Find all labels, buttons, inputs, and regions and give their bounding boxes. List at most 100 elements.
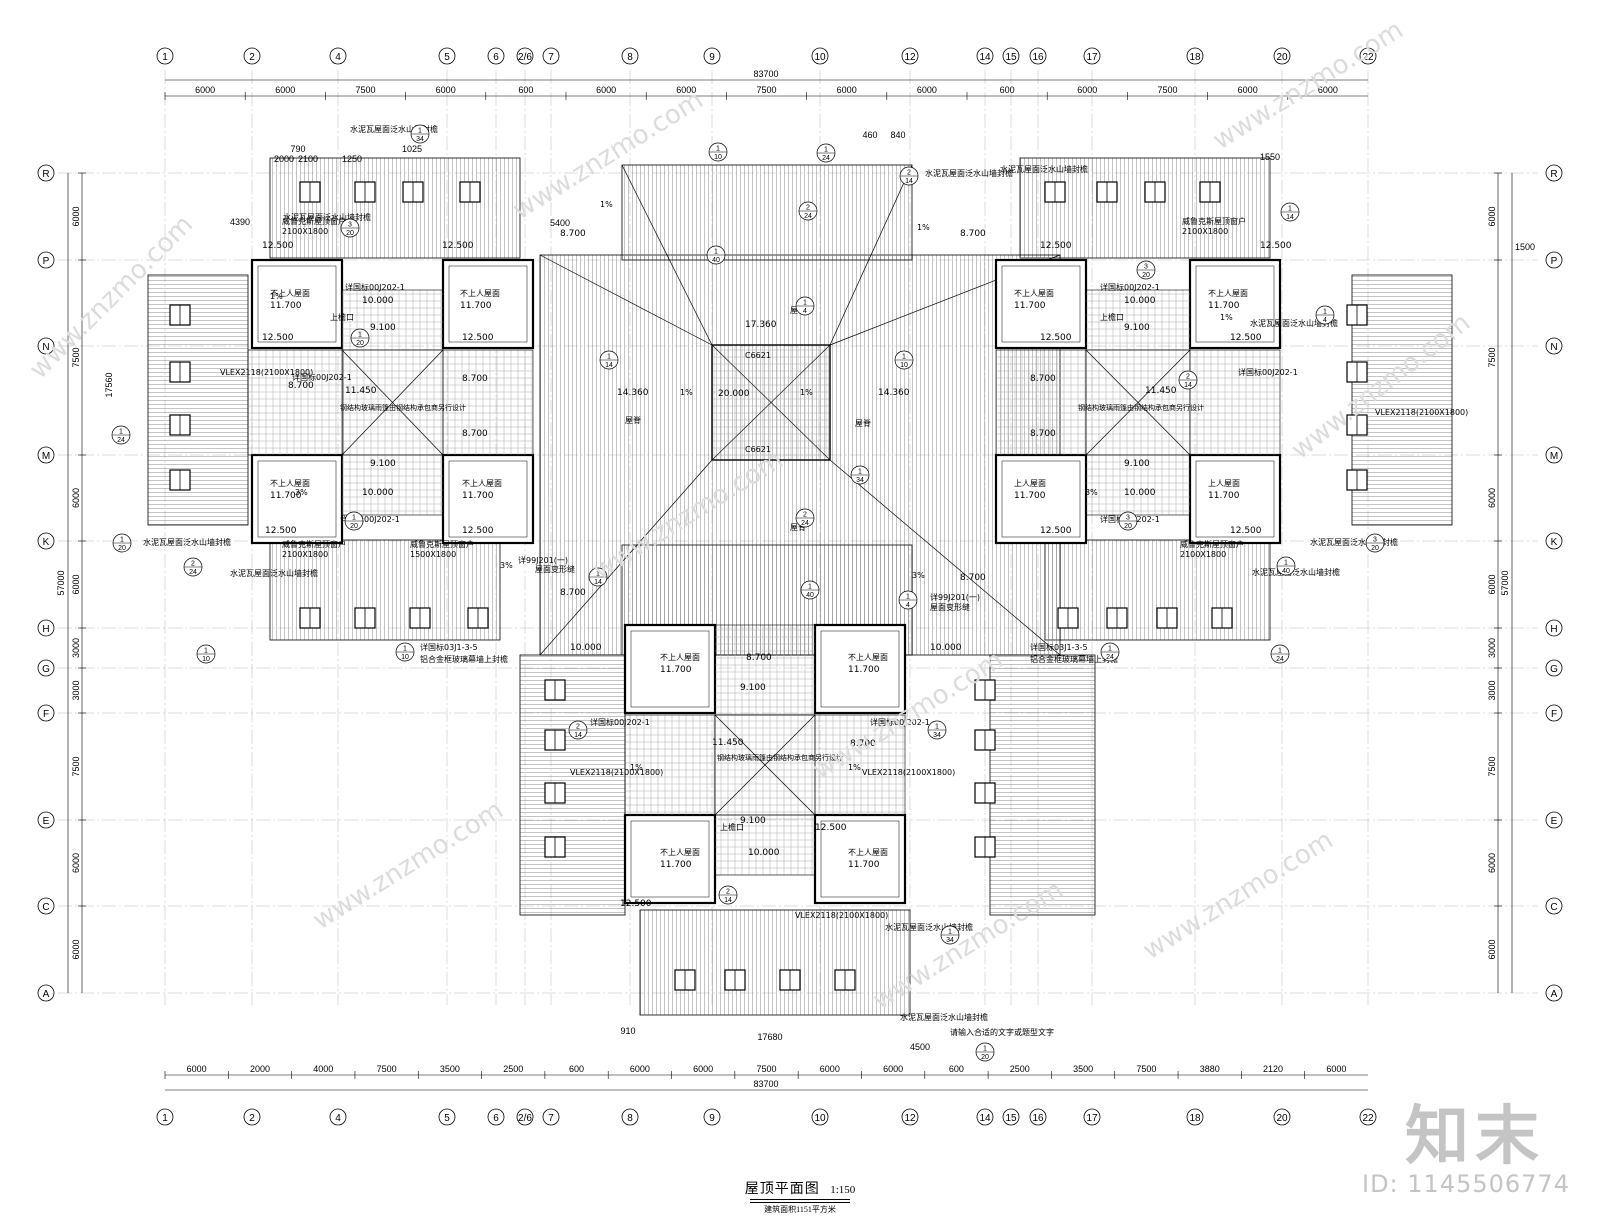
- deck-type-label-1: 不上人屋面: [460, 289, 500, 298]
- row-axis-left-2-circle: [37, 337, 55, 355]
- col-axis-top-12-label: 15: [1005, 52, 1017, 63]
- roof-deck-inner-2: [257, 460, 337, 538]
- ref-circle-bottom-4: 20: [356, 340, 364, 347]
- row-axis-right-3-label: M: [1550, 451, 1558, 462]
- row-axis-left-8-circle: [37, 811, 55, 829]
- col-axis-top-7-label: 8: [627, 52, 633, 63]
- dim-bottom-text-8: 6000: [693, 1064, 713, 1074]
- slope-mark-1: 3%: [1085, 488, 1098, 497]
- col-axis-top-1-label: 2: [249, 52, 255, 63]
- window-size-0: 2100X1800: [282, 227, 328, 236]
- terrace-elev-11-2: 11.450: [712, 738, 744, 748]
- tiled-terrace-3: [247, 349, 344, 456]
- wing-w-side: [147, 274, 249, 526]
- wing-south-end: [639, 909, 911, 1016]
- col-axis-top-0-label: 1: [162, 52, 168, 63]
- col-axis-bottom-14-circle: [1083, 1108, 1101, 1126]
- ref-circle-top-8: 1: [803, 300, 807, 307]
- ref-circle-top-19: 1: [596, 571, 600, 578]
- window-code-1: VLEX2118(2100X1800): [1375, 408, 1468, 417]
- dim-top-text-9: 6000: [917, 85, 937, 95]
- ref-circle-top-33: 1: [948, 929, 952, 936]
- col-axis-top-2-circle: [329, 47, 347, 65]
- row-axis-left-8-label: E: [43, 816, 50, 827]
- roof-deck-9: [813, 623, 907, 715]
- col-axis-bottom-17-circle: [1359, 1108, 1377, 1126]
- row-axis-left-5-label: H: [42, 624, 49, 635]
- terrace-elev-8-7: 8.700: [560, 588, 586, 598]
- ref-circle-top-4: 1: [358, 332, 362, 339]
- deck-elev-label-10: 11.700: [660, 860, 692, 870]
- hip-line-4: [621, 164, 713, 346]
- hip-line-3: [829, 459, 1061, 656]
- col-axis-bottom-15-label: 18: [1189, 1113, 1201, 1124]
- note-gutter-1: 上檐口: [1100, 312, 1124, 322]
- col-axis-bottom-6-label: 7: [548, 1113, 554, 1124]
- row-axis-left-0-circle: [37, 164, 55, 182]
- row-axis-right-1-circle: [1545, 251, 1563, 269]
- dim-bottom-text-1: 2000: [250, 1064, 270, 1074]
- col-axis-top-0-circle: [156, 47, 174, 65]
- col-axis-bottom-1-circle: [243, 1108, 261, 1126]
- ref-circle-top-16: 2: [803, 512, 807, 519]
- terrace-elev-8-9: 8.700: [746, 653, 772, 663]
- ref-circle-top-25: 3: [1373, 537, 1377, 544]
- deck-elev-label-8: 11.700: [660, 665, 692, 675]
- roof-deck-1: [441, 258, 535, 350]
- roof-deck-6: [994, 453, 1088, 545]
- terrace-elev-10-0: 10.000: [362, 296, 394, 306]
- row-axis-right-4-label: K: [1551, 537, 1558, 548]
- ref-circle-bottom-2: 14: [905, 178, 913, 185]
- roof-deck-inner-3: [448, 460, 528, 538]
- window-size-4: 1500X1800: [410, 550, 456, 559]
- dim-left-text-4: 3000: [71, 638, 81, 658]
- dim-right-text-4: 3000: [1487, 638, 1497, 658]
- note-eave-left: 详99J201(一): [518, 555, 568, 565]
- terrace-elev-9-2: 9.100: [370, 459, 396, 469]
- col-axis-bottom-11-circle: [976, 1108, 994, 1126]
- col-axis-top-11-label: 14: [979, 52, 991, 63]
- note-eave-right: 详99J201(一): [930, 592, 980, 602]
- window-label-4: 威鲁克斯屋顶窗户: [410, 539, 474, 549]
- col-axis-bottom-11-label: 14: [979, 1113, 991, 1124]
- ref-circle-top-31: 1: [1278, 648, 1282, 655]
- col-axis-bottom-16-circle: [1273, 1108, 1291, 1126]
- deck-type-label-4: 不上人屋面: [1014, 289, 1054, 298]
- col-axis-bottom-4-label: 6: [493, 1113, 499, 1124]
- dim-top-text-11: 6000: [1077, 85, 1097, 95]
- detail-ref-7: 详国标00J202-1: [292, 372, 352, 382]
- col-axis-top-16-circle: [1273, 47, 1291, 65]
- detail-ref-1: 详国标00J202-1: [1100, 282, 1160, 292]
- ridge-elev-left: 14.360: [617, 388, 649, 398]
- col-axis-top-9-circle: [811, 47, 829, 65]
- roof-deck-inner-4: [1001, 265, 1081, 343]
- watermark-id: ID: 1145506774: [1362, 1170, 1570, 1198]
- dim-right-text-1: 7500: [1487, 347, 1497, 367]
- ref-circle-bottom-14: 20: [350, 523, 358, 530]
- edge-elev-0: 12.500: [262, 241, 294, 251]
- col-axis-top-14-circle: [1083, 47, 1101, 65]
- note-placeholder-text: 请输入合适的文字或题型文字: [950, 1027, 1054, 1037]
- col-axis-top-6-label: 7: [548, 52, 554, 63]
- dim-top-text-13: 6000: [1238, 85, 1258, 95]
- dim-left-mid: 17560: [104, 372, 114, 397]
- window-label-3: 威鲁克斯屋顶窗户: [1180, 539, 1244, 549]
- ref-circle-top-17: 1: [808, 584, 812, 591]
- detail-ref-0: 详国标00J202-1: [345, 282, 405, 292]
- window-size-3: 2100X1800: [1180, 550, 1226, 559]
- ref-circle-bottom-35: 20: [346, 230, 354, 237]
- terrace-elev-8-2: 8.700: [288, 381, 314, 391]
- edge-elev-4: 12.500: [265, 526, 297, 536]
- ref-circle-top-9: 1: [607, 354, 611, 361]
- dim-bottom-text-12: 600: [949, 1064, 964, 1074]
- drawing-scale: 1:150: [830, 1184, 856, 1196]
- note-wall-4: 水泥瓦屋面泛水山墙封檐: [143, 537, 231, 547]
- row-axis-right-9-circle: [1545, 897, 1563, 915]
- dim-bottom-text-0: 6000: [187, 1064, 207, 1074]
- detail-ref-5: 详国标00J202-1: [870, 717, 930, 727]
- tiled-terrace-12: [714, 814, 816, 876]
- col-axis-top-10-label: 12: [904, 52, 916, 63]
- note-gutter-2: 上檐口: [720, 822, 744, 832]
- annotation-labels: 不上人屋面11.700不上人屋面11.700不上人屋面11.700不上人屋面11…: [111, 124, 1468, 1062]
- ref-circle-bottom-3: 34: [416, 136, 424, 143]
